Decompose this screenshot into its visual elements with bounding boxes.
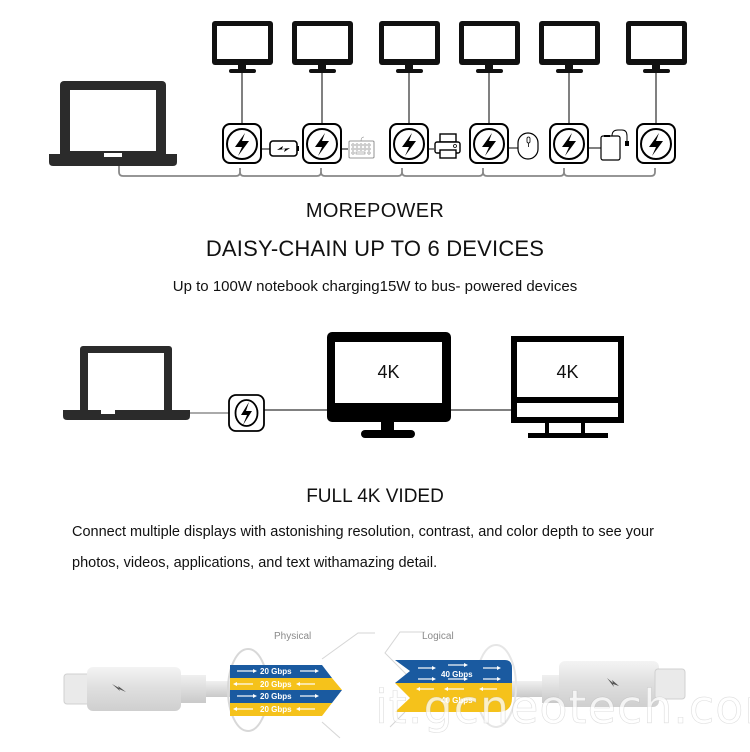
thunderbolt-hub-icon (549, 123, 589, 164)
logical-label: Logical (422, 631, 454, 642)
monitor-3-icon (379, 21, 440, 124)
thunderbolt-hub-icon (302, 123, 342, 164)
monitor-5-icon (539, 21, 600, 124)
battery-icon (261, 140, 299, 157)
subheading-charging: Up to 100W notebook charging15W to bus- … (172, 278, 578, 295)
thunderbolt-logo-icon (607, 678, 619, 687)
4k-display-diagram (63, 332, 624, 438)
thunderbolt-hub-icon (469, 123, 509, 164)
logical-lanes (395, 660, 512, 712)
monitor-4k-primary-label: 4K (377, 362, 400, 382)
monitor-4k-secondary-icon (511, 336, 624, 438)
physical-lane-4-text: 20 Gbps (260, 705, 292, 714)
printer-icon (428, 133, 461, 159)
thunderbolt-logo-icon (112, 684, 126, 692)
daisy-chain-diagram (49, 21, 687, 177)
monitor-2-icon (292, 21, 353, 124)
heading-daisy-chain: DAISY-CHAIN UP TO 6 DEVICES (205, 236, 545, 261)
thunderbolt-hub-icon (636, 123, 676, 164)
description-line-1: Connect multiple displays with astonishi… (72, 524, 654, 540)
monitor-4-icon (459, 21, 520, 124)
physical-lane-3-text: 20 Gbps (260, 692, 292, 701)
thunderbolt-cable-right (512, 661, 686, 707)
laptop-icon (49, 81, 177, 166)
thunderbolt-hub-icon (222, 123, 262, 164)
heading-morepower: MOREPOWER (305, 200, 445, 222)
laptop-icon (63, 346, 190, 420)
description-line-2: photos, videos, applications, and text w… (72, 555, 438, 571)
mouse-icon (508, 132, 539, 160)
monitor-1-icon (212, 21, 273, 124)
thunderbolt-bandwidth-diagram (63, 631, 686, 739)
physical-lane-2-text: 20 Gbps (260, 680, 292, 689)
physical-lane-1-text: 20 Gbps (260, 667, 292, 676)
physical-lanes (230, 665, 342, 716)
thunderbolt-hub-icon (228, 394, 265, 432)
thunderbolt-hub-icon (389, 123, 429, 164)
thunderbolt-cable-left (63, 667, 236, 711)
logical-lane-2-text: 40 Gbps (441, 696, 473, 705)
monitor-6-icon (626, 21, 687, 124)
chain-cable (118, 166, 656, 177)
keyboard-icon (341, 136, 375, 159)
physical-label: Physical (274, 631, 312, 642)
monitor-4k-secondary-label: 4K (556, 362, 579, 382)
watermark: it.gcneotech.com (375, 680, 750, 735)
external-drive-icon (588, 129, 629, 161)
monitor-4k-primary-icon (327, 332, 451, 438)
logical-lane-1-text: 40 Gbps (441, 670, 473, 679)
heading-full-4k-video: FULL 4K VIDED (306, 486, 444, 507)
